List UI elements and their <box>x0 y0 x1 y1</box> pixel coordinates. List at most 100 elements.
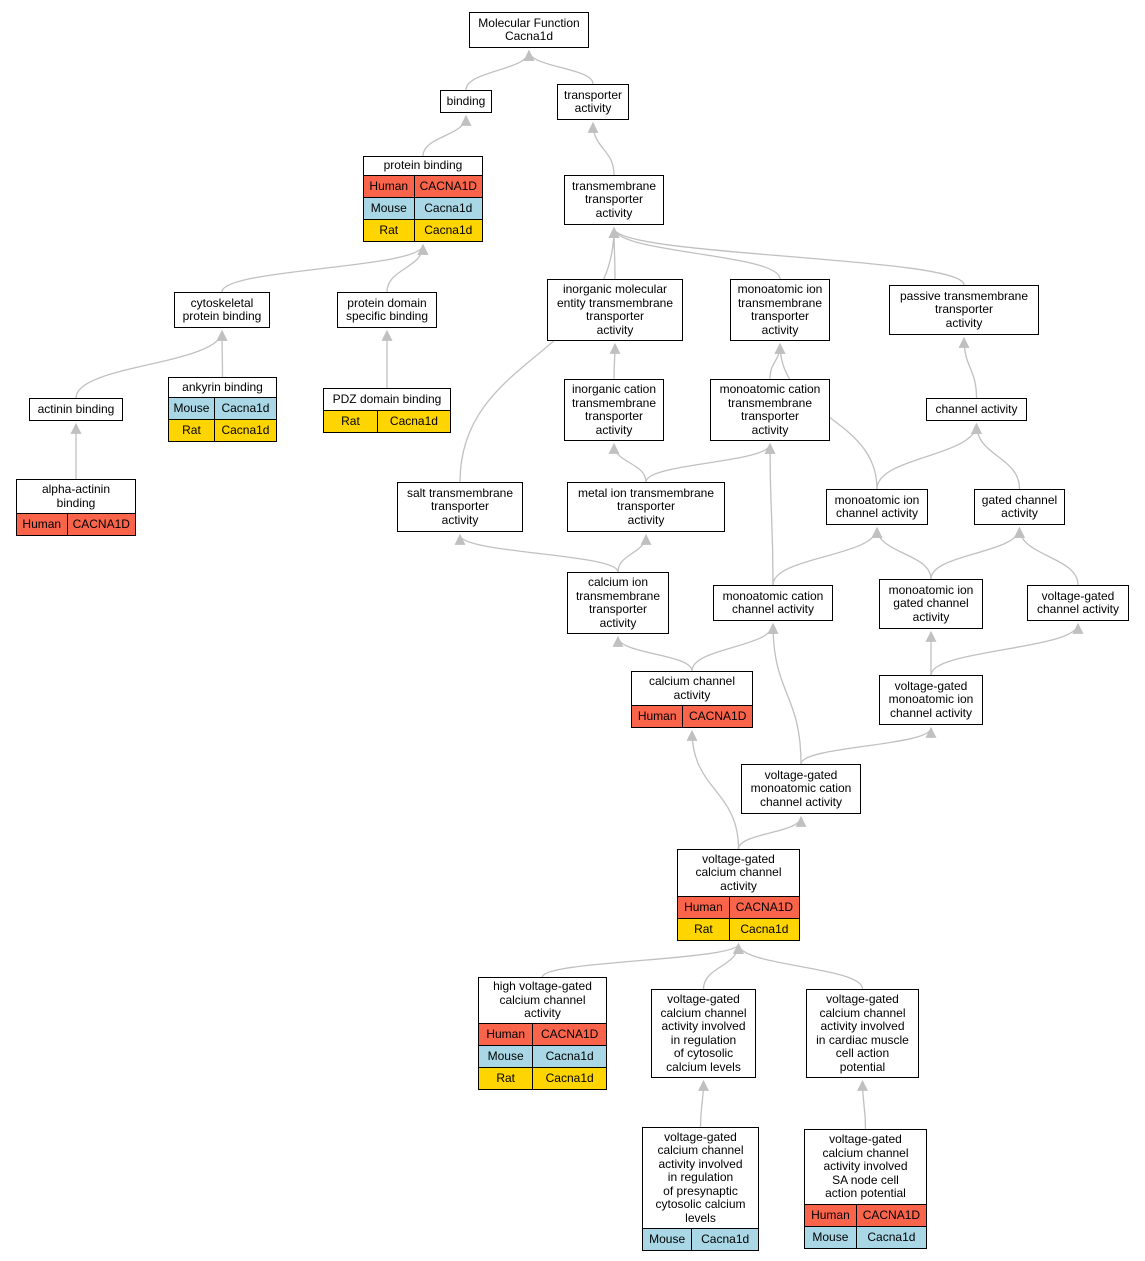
is-a-edge <box>617 533 652 573</box>
is-a-edge <box>772 526 883 586</box>
term-label: high voltage-gated calcium channel activ… <box>493 979 592 1021</box>
species-name: Mouse <box>805 1227 857 1248</box>
term-label: PDZ domain binding <box>332 391 442 406</box>
go-term-node[interactable]: monoatomic ion transmembrane transporter… <box>730 279 830 341</box>
term-label: actinin binding <box>37 401 115 416</box>
is-a-edge <box>971 422 1021 490</box>
gene-symbol: CACNA1D <box>67 514 135 535</box>
go-term-node[interactable]: voltage-gated channel activity <box>1027 585 1129 621</box>
is-a-edge <box>691 622 779 672</box>
gene-symbol: CACNA1D <box>683 706 752 727</box>
is-a-edge <box>422 114 472 157</box>
is-a-edge <box>454 533 619 573</box>
go-term-node[interactable]: monoatomic ion channel activity <box>826 489 928 525</box>
go-term-node[interactable]: passive transmembrane transporter activi… <box>889 285 1039 335</box>
go-term-node[interactable]: voltage-gated calcium channel activity i… <box>642 1127 759 1251</box>
is-a-edge <box>216 329 228 378</box>
go-term-node[interactable]: voltage-gated calcium channel activity i… <box>806 989 919 1078</box>
term-label: voltage-gated monoatomic cation channel … <box>750 767 852 809</box>
gene-symbol: Cacna1d <box>214 398 276 419</box>
term-label: monoatomic ion gated channel activity <box>888 582 974 624</box>
go-term-node[interactable]: voltage-gated calcium channel activity i… <box>651 989 756 1078</box>
is-a-edge <box>465 49 535 91</box>
is-a-edge <box>75 329 228 399</box>
term-label: inorganic cation transmembrane transport… <box>571 382 657 437</box>
gene-symbol: Cacna1d <box>692 1229 758 1250</box>
gene-symbol: Cacna1d <box>729 919 799 940</box>
go-term-node[interactable]: transmembrane transporter activity <box>564 175 664 225</box>
go-term-node[interactable]: high voltage-gated calcium channel activ… <box>478 977 607 1090</box>
is-a-edge <box>1014 526 1079 586</box>
go-term-node[interactable]: monoatomic cation transmembrane transpor… <box>710 379 830 441</box>
is-a-edge <box>702 942 744 990</box>
is-a-edge <box>764 442 776 586</box>
go-term-node[interactable]: Molecular Function Cacna1d <box>469 12 589 48</box>
go-term-node[interactable]: monoatomic cation channel activity <box>713 585 833 621</box>
term-label: channel activity <box>935 401 1018 416</box>
gene-symbol: Cacna1d <box>414 198 482 219</box>
go-term-node[interactable]: cytoskeletal protein binding <box>174 292 270 328</box>
go-term-node[interactable]: voltage-gated monoatomic cation channel … <box>741 764 861 814</box>
go-term-node[interactable]: inorganic molecular entity transmembrane… <box>547 279 683 341</box>
species-name: Rat <box>364 220 415 241</box>
species-name: Human <box>678 897 730 918</box>
gene-symbol: Cacna1d <box>856 1227 926 1248</box>
go-term-node[interactable]: metal ion transmembrane transporter acti… <box>567 482 725 532</box>
gene-symbol: CACNA1D <box>414 176 482 197</box>
go-term-node[interactable]: actinin binding <box>29 398 123 421</box>
go-term-node[interactable]: salt transmembrane transporter activity <box>397 482 523 532</box>
species-name: Mouse <box>169 398 215 419</box>
term-label: monoatomic cation transmembrane transpor… <box>719 382 821 437</box>
is-a-edge <box>608 442 647 483</box>
gene-symbol: CACNA1D <box>856 1205 926 1226</box>
species-name: Human <box>364 176 415 197</box>
gene-symbol: CACNA1D <box>533 1024 606 1045</box>
gene-symbol: Cacna1d <box>414 220 482 241</box>
species-name: Human <box>632 706 684 727</box>
is-a-edge <box>958 336 978 399</box>
go-term-node[interactable]: protein domain specific binding <box>337 292 437 328</box>
species-name: Mouse <box>364 198 415 219</box>
is-a-edge <box>769 342 786 380</box>
term-label: cytoskeletal protein binding <box>182 295 262 323</box>
term-label: transmembrane transporter activity <box>571 178 657 220</box>
go-term-node[interactable]: voltage-gated monoatomic ion channel act… <box>879 675 983 725</box>
term-label: voltage-gated calcium channel activity i… <box>655 1129 746 1225</box>
go-term-node[interactable]: binding <box>440 90 492 113</box>
term-label: voltage-gated channel activity <box>1036 588 1120 616</box>
term-label: voltage-gated calcium channel activity i… <box>660 992 747 1074</box>
species-name: Rat <box>169 420 215 441</box>
is-a-edge <box>386 243 429 293</box>
go-term-node[interactable]: channel activity <box>926 398 1027 421</box>
go-term-node[interactable]: transporter activity <box>557 84 629 120</box>
go-term-node[interactable]: gated channel activity <box>974 489 1065 525</box>
is-a-edge <box>697 1079 709 1128</box>
term-label: calcium ion transmembrane transporter ac… <box>575 575 661 630</box>
species-name: Mouse <box>643 1229 693 1250</box>
go-term-node[interactable]: monoatomic ion gated channel activity <box>879 579 983 629</box>
term-label: alpha-actinin binding <box>41 482 111 510</box>
gene-symbol: Cacna1d <box>377 411 450 432</box>
is-a-edge <box>800 726 937 765</box>
is-a-edge <box>876 422 982 490</box>
species-name: Human <box>805 1205 857 1226</box>
go-term-node[interactable]: inorganic cation transmembrane transport… <box>564 379 664 441</box>
term-label: monoatomic ion transmembrane transporter… <box>737 282 823 337</box>
is-a-edge <box>587 121 615 176</box>
go-term-node[interactable]: calcium ion transmembrane transporter ac… <box>567 572 669 634</box>
go-term-node[interactable]: voltage-gated calcium channel activity i… <box>804 1129 927 1249</box>
